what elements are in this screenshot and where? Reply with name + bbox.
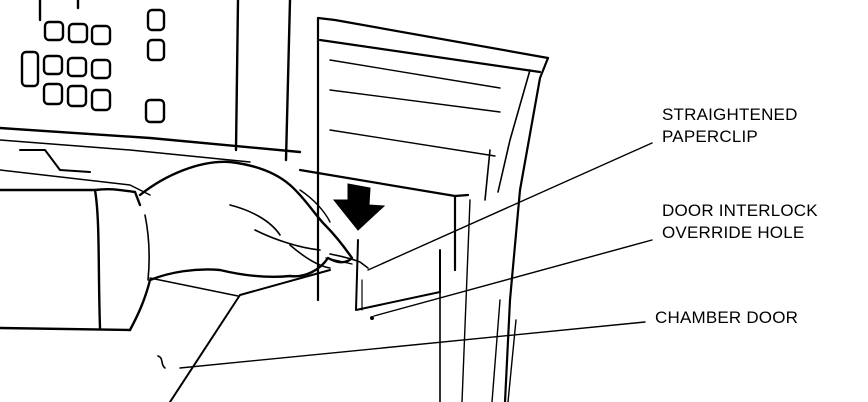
down-arrow-icon [334,184,384,230]
interlock-hole [370,316,374,320]
keypad-panel [0,0,300,162]
callout-door-interlock-override-hole: DOOR INTERLOCK OVERRIDE HOLE [662,200,818,244]
callout-interlock-line2: OVERRIDE HOLE [662,222,818,244]
chamber-door [170,240,440,402]
leader-lines [180,143,652,368]
callout-interlock-line1: DOOR INTERLOCK [662,200,818,222]
callout-chamber-line1: CHAMBER DOOR [655,307,798,329]
callout-paperclip-line1: STRAIGHTENED [662,104,798,126]
callout-chamber-door: CHAMBER DOOR [655,307,798,329]
leader-interlock [374,240,652,316]
door-tick-mark [158,356,165,368]
leader-chamber [180,322,645,368]
bench-edges [0,150,238,296]
callout-straightened-paperclip: STRAIGHTENED PAPERCLIP [662,104,798,148]
callout-paperclip-line2: PAPERCLIP [662,126,798,148]
hand-illustration [0,162,352,330]
